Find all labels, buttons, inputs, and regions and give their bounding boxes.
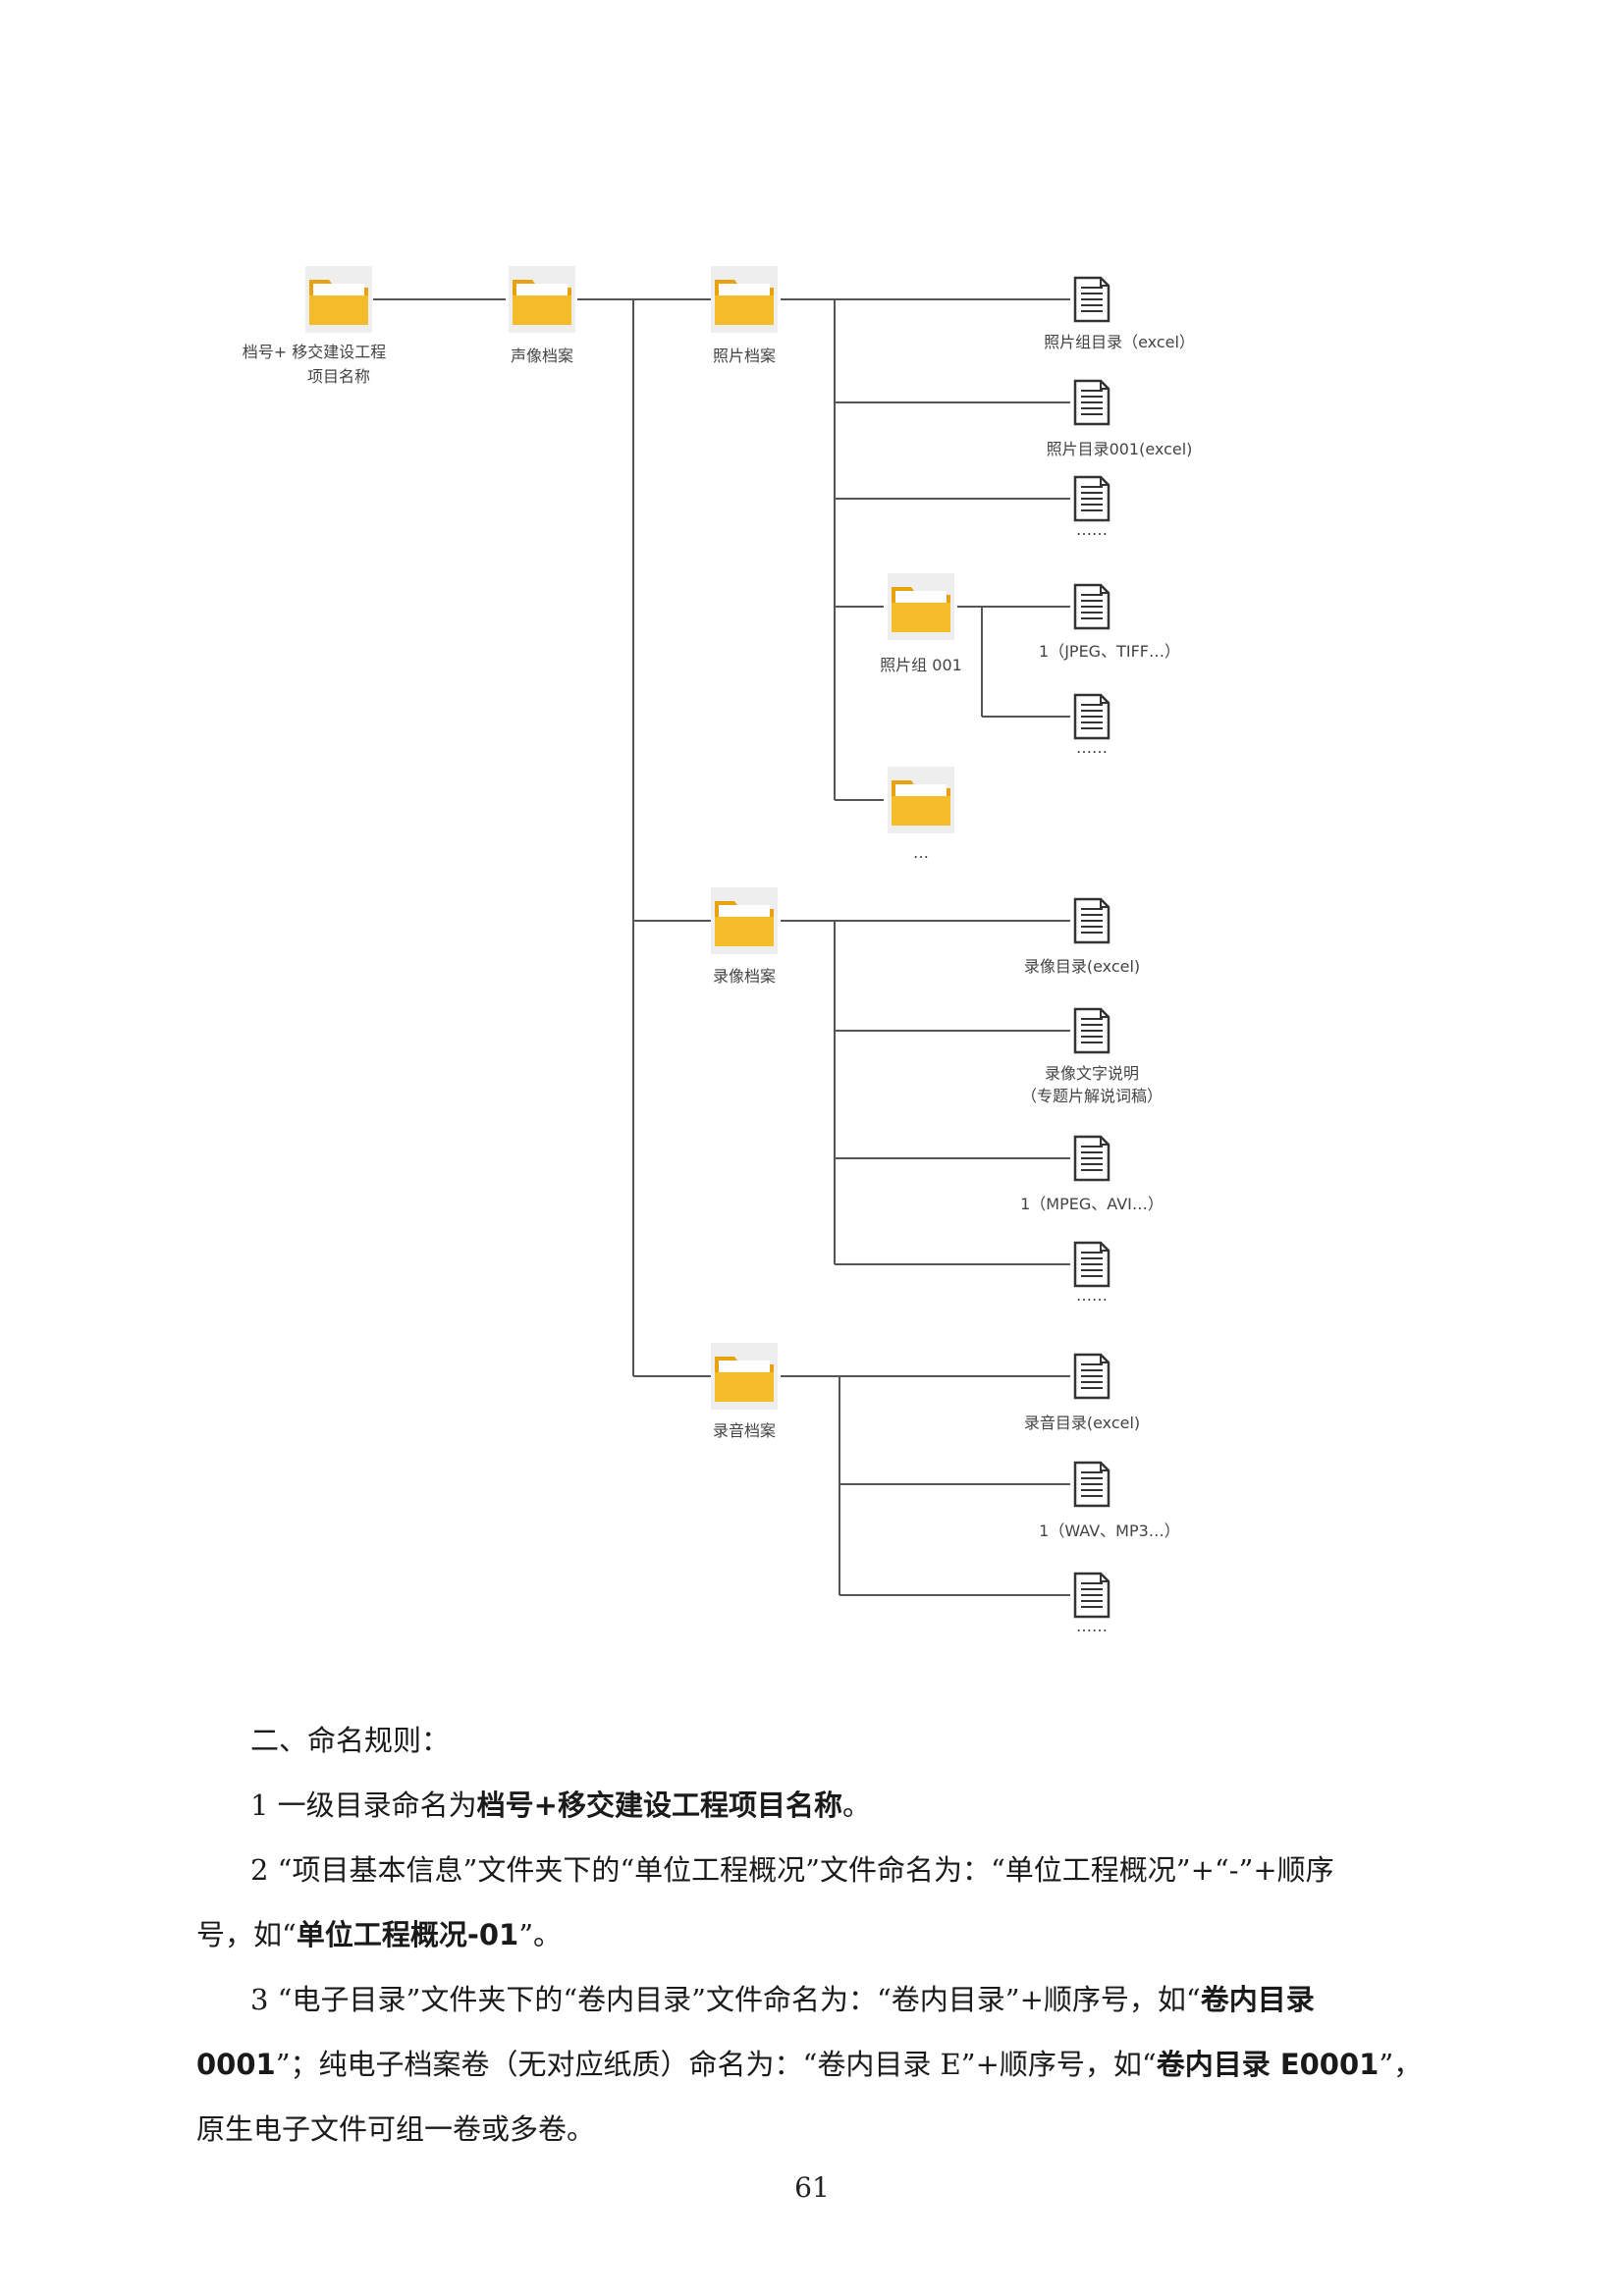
file-label: 录像文字说明 [1045, 1064, 1139, 1083]
sound-file-2[interactable]: 1（WAV、MP3…） [1039, 1461, 1180, 1540]
rule-3-bold-number: 0001 [196, 2048, 276, 2081]
document-icon [1073, 583, 1110, 630]
video-folder-label: 录像档案 [713, 967, 776, 986]
root-folder-label-line2: 项目名称 [307, 367, 370, 386]
rule-3-bold: 卷内目录 [1200, 1983, 1315, 2016]
photo-group-folder[interactable]: 照片组 001 [880, 573, 962, 674]
document-icon [1073, 1007, 1110, 1054]
file-label: 录音目录(excel) [1024, 1414, 1140, 1432]
folder-icon [888, 573, 954, 640]
rule-3-line-3: 原生电子文件可组一卷或多卷。 [196, 2112, 596, 2146]
photo-more-folder[interactable]: … [888, 767, 954, 862]
root-folder-label: 档号+ 移交建设工程 [243, 343, 387, 361]
video-file-1[interactable]: 录像目录(excel) [1024, 897, 1140, 976]
file-label: 照片目录001(excel) [1047, 440, 1193, 458]
file-label: 1（JPEG、TIFF…） [1039, 642, 1180, 661]
rule-2-suffix: ”。 [518, 1918, 563, 1951]
photo-group-file-1[interactable]: 1（JPEG、TIFF…） [1039, 583, 1180, 661]
folder-icon [711, 1343, 778, 1410]
photo-folder[interactable]: 照片档案 [711, 266, 778, 365]
video-file-4[interactable]: …… [1073, 1241, 1110, 1305]
page-number: 61 [794, 2171, 830, 2204]
rule-1-suffix: 。 [841, 1789, 871, 1822]
file-label: 录像目录(excel) [1024, 957, 1140, 976]
sound-folder[interactable]: 录音档案 [711, 1343, 778, 1440]
root-folder[interactable]: 档号+ 移交建设工程 项目名称 [243, 266, 387, 386]
photo-more-folder-label: … [913, 843, 929, 862]
rule-3-suffix: ”， [1379, 2048, 1423, 2081]
file-label: …… [1076, 1286, 1108, 1305]
document-icon [1073, 1241, 1110, 1288]
document-icon [1073, 1135, 1110, 1182]
photo-file-1[interactable]: 照片组目录（excel） [1044, 276, 1195, 351]
rule-2-line-2: 号，如“单位工程概况-01”。 [196, 1912, 562, 1953]
rule-3-line-1: 3 “电子目录”文件夹下的“卷内目录”文件命名为：“卷内目录”+顺序号，如“卷内… [250, 1977, 1315, 2018]
rule-1: 1 一级目录命名为档号+移交建设工程项目名称。 [250, 1783, 871, 1824]
file-label: 1（WAV、MP3…） [1039, 1522, 1180, 1540]
photo-folder-label: 照片档案 [713, 347, 776, 365]
sound-folder-label: 录音档案 [713, 1421, 776, 1440]
audio-visual-folder[interactable]: 声像档案 [509, 266, 575, 365]
sound-file-1[interactable]: 录音目录(excel) [1024, 1353, 1140, 1432]
document-icon [1073, 897, 1110, 944]
rule-3-middle: ”；纯电子档案卷（无对应纸质）命名为：“卷内目录 E”+顺序号，如“ [275, 2048, 1157, 2081]
file-label: …… [1076, 520, 1108, 539]
tree-connectors [373, 298, 1070, 1596]
video-folder[interactable]: 录像档案 [711, 887, 778, 986]
folder-icon [305, 266, 372, 333]
rule-2-bold: 单位工程概况-01 [296, 1918, 519, 1951]
photo-group-folder-label: 照片组 001 [880, 656, 962, 674]
file-label: 1（MPEG、AVI…） [1020, 1195, 1164, 1213]
rule-2-text: 号，如“ [196, 1918, 297, 1951]
rule-2-line-1: 2 “项目基本信息”文件夹下的“单位工程概况”文件命名为：“单位工程概况”+“-… [250, 1853, 1334, 1887]
document-icon [1073, 1353, 1110, 1400]
folder-icon [711, 266, 778, 333]
photo-file-3[interactable]: …… [1073, 475, 1110, 539]
document-icon [1073, 1572, 1110, 1619]
rule-1-bold: 档号+移交建设工程项目名称 [476, 1789, 842, 1822]
folder-icon [509, 266, 575, 333]
file-label: 照片组目录（excel） [1044, 333, 1195, 351]
rule-3-line-2: 0001”；纯电子档案卷（无对应纸质）命名为：“卷内目录 E”+顺序号，如“卷内… [196, 2042, 1422, 2083]
document-icon [1073, 276, 1110, 323]
sound-file-3[interactable]: …… [1073, 1572, 1110, 1635]
document-icon [1073, 693, 1110, 740]
photo-group-file-2[interactable]: …… [1073, 693, 1110, 757]
photo-file-2[interactable]: 照片目录001(excel) [1047, 379, 1193, 458]
document-icon [1073, 379, 1110, 426]
video-file-3[interactable]: 1（MPEG、AVI…） [1020, 1135, 1164, 1213]
document-icon [1073, 1461, 1110, 1508]
file-label-line2: （专题片解说词稿） [1021, 1087, 1163, 1105]
rule-3-bold-2: 卷内目录 E0001 [1156, 2048, 1380, 2081]
file-label: …… [1076, 1617, 1108, 1635]
audio-visual-folder-label: 声像档案 [511, 347, 573, 365]
document-icon [1073, 475, 1110, 522]
rule-1-text: 1 一级目录命名为 [250, 1789, 477, 1822]
naming-heading: 二、命名规则： [250, 1724, 451, 1757]
folder-icon [888, 767, 954, 833]
rule-3-text: 3 “电子目录”文件夹下的“卷内目录”文件命名为：“卷内目录”+顺序号，如“ [250, 1983, 1201, 2016]
folder-icon [711, 887, 778, 954]
directory-tree-diagram: 档号+ 移交建设工程 项目名称 声像档案 照片档案 照片组目录（excel） 照… [243, 266, 1195, 1635]
video-file-2[interactable]: 录像文字说明 （专题片解说词稿） [1021, 1007, 1163, 1105]
file-label: …… [1076, 738, 1108, 757]
